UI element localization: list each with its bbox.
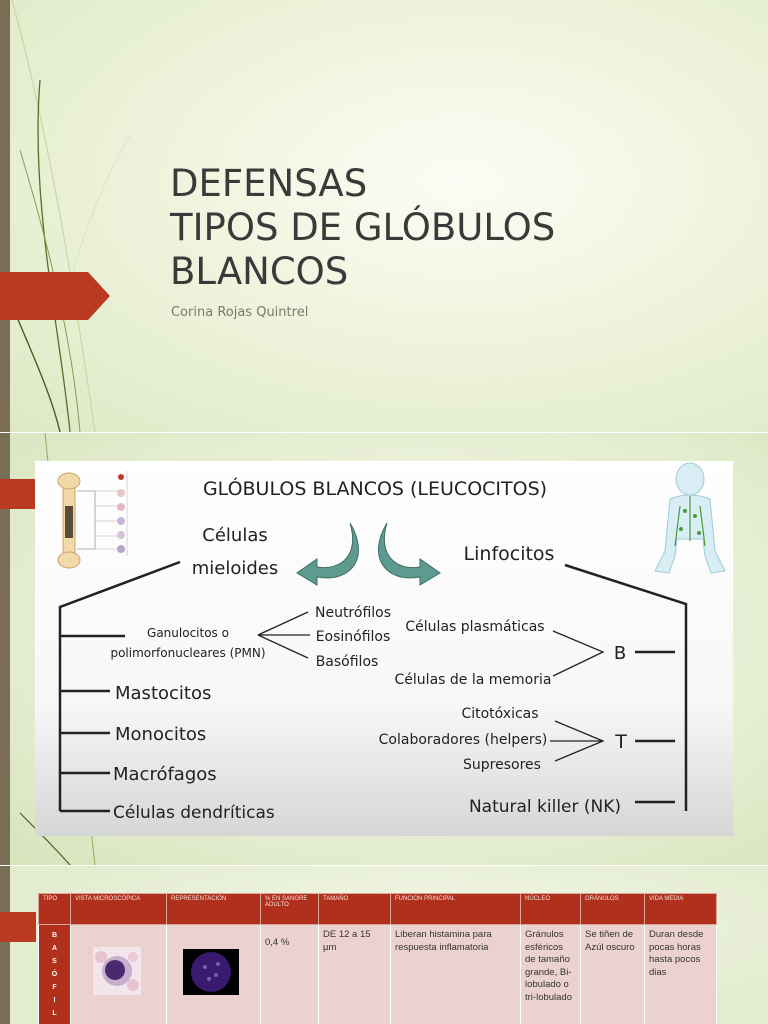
lymphatic-system-illustration [654, 462, 726, 574]
bone-marrow-illustration [57, 471, 128, 569]
microscope-view-cell [70, 924, 167, 1024]
slide-accent-tab [0, 912, 36, 942]
table-header: NÚCLEO [520, 893, 581, 925]
diagram-slide: GLÓBULOS BLANCOS (LEUCOCITOS) Células mi… [0, 433, 768, 865]
lifespan-cell: Duran desde pocas horas hasta pocos dias [644, 924, 717, 1024]
diagram-title: GLÓBULOS BLANCOS (LEUCOCITOS) [203, 476, 547, 500]
author-name: Corina Rojas Quintrel [171, 305, 309, 320]
type-letter: I [53, 997, 56, 1004]
granulocyte-type: Neutrófilos [315, 605, 391, 621]
type-letter: S [52, 958, 57, 965]
percent-cell: 0,4 % [260, 924, 319, 1024]
granulocyte-type: Eosinófilos [316, 629, 391, 645]
t-cell-type: Citotóxicas [461, 706, 538, 722]
table-header: TIPO [38, 893, 71, 925]
lymphocyte-label: Linfocitos [464, 543, 555, 565]
nk-cell-label: Natural killer (NK) [469, 797, 621, 817]
b-cell-type: Células de la memoria [395, 672, 552, 688]
b-cell-label: B [614, 643, 626, 664]
granulocytes-label: polimorfonucleares (PMN) [110, 646, 265, 660]
table-slide: TIPO VISTA MICROSCÓPICA REPRESENTACIÓN %… [0, 866, 768, 1024]
t-cell-type: Colaboradores (helpers) [379, 732, 548, 748]
size-cell: DE 12 a 15 µm [318, 924, 391, 1024]
diagram-branches [257, 611, 605, 762]
type-letter: L [52, 1010, 57, 1017]
leukocyte-diagram: GLÓBULOS BLANCOS (LEUCOCITOS) Células mi… [35, 461, 733, 836]
myeloid-item: Células dendríticas [113, 803, 275, 823]
leukocyte-table: TIPO VISTA MICROSCÓPICA REPRESENTACIÓN %… [38, 893, 717, 1024]
title-line: BLANCOS [170, 250, 349, 293]
title-line: DEFENSAS [170, 162, 368, 205]
granulocytes-label: Ganulocitos o [147, 626, 229, 640]
table-header: % EN SANGRE ADULTO [260, 893, 319, 925]
slide-left-bar [0, 433, 10, 865]
type-letter: A [51, 945, 58, 952]
type-letter: F [52, 984, 57, 991]
table-header: VIDA MEDIA [644, 893, 717, 925]
type-letter: Ó [51, 971, 58, 978]
type-letter: B [51, 932, 58, 939]
function-cell: Liberan histamina para respuesta inflama… [390, 924, 521, 1024]
table-header: GRÁNULOS [580, 893, 645, 925]
b-cell-type: Células plasmáticas [405, 619, 544, 635]
myeloid-item: Mastocitos [115, 683, 211, 704]
arrow-left-icon [296, 522, 359, 586]
title-accent-tab [0, 272, 110, 320]
table-header: REPRESENTACIÓN [166, 893, 261, 925]
t-cell-label: T [614, 731, 627, 753]
t-cell-type: Supresores [463, 757, 541, 773]
cell-type-name: B A S Ó F I L [38, 924, 71, 1024]
basophil-micrograph-image [93, 947, 141, 995]
table-header-row: TIPO VISTA MICROSCÓPICA REPRESENTACIÓN %… [38, 893, 717, 925]
table-row: B A S Ó F I L [38, 924, 717, 1024]
myeloid-item: Macrófagos [113, 764, 217, 785]
myeloid-item: Monocitos [115, 724, 206, 745]
nucleus-cell: Gránulos esféricos de tamaño grande, Bi-… [520, 924, 581, 1024]
title-line: TIPOS DE GLÓBULOS [170, 206, 556, 249]
basophil-illustration-image [183, 949, 239, 995]
slide-left-bar [0, 0, 10, 432]
table-header: TAMAÑO [318, 893, 391, 925]
myeloid-label: mieloides [192, 558, 279, 579]
percent-value: 0,4 % [265, 937, 290, 948]
myeloid-label: Células [202, 525, 267, 546]
slide-accent-tab [0, 479, 36, 509]
table-header: FUNCIÓN PRINCIPAL [390, 893, 521, 925]
page-title: DEFENSAS TIPOS DE GLÓBULOS BLANCOS [170, 162, 555, 294]
granulocyte-type: Basófilos [316, 654, 379, 670]
representation-cell [166, 924, 261, 1024]
granules-cell: Se tiñen de Azúl oscuro [580, 924, 645, 1024]
title-slide: DEFENSAS TIPOS DE GLÓBULOS BLANCOS Corin… [0, 0, 768, 432]
slide-left-bar [0, 866, 10, 1024]
diagram-connectors [58, 560, 688, 813]
grass-decoration [9, 0, 130, 432]
table-header: VISTA MICROSCÓPICA [70, 893, 167, 925]
arrow-right-icon [378, 522, 441, 586]
